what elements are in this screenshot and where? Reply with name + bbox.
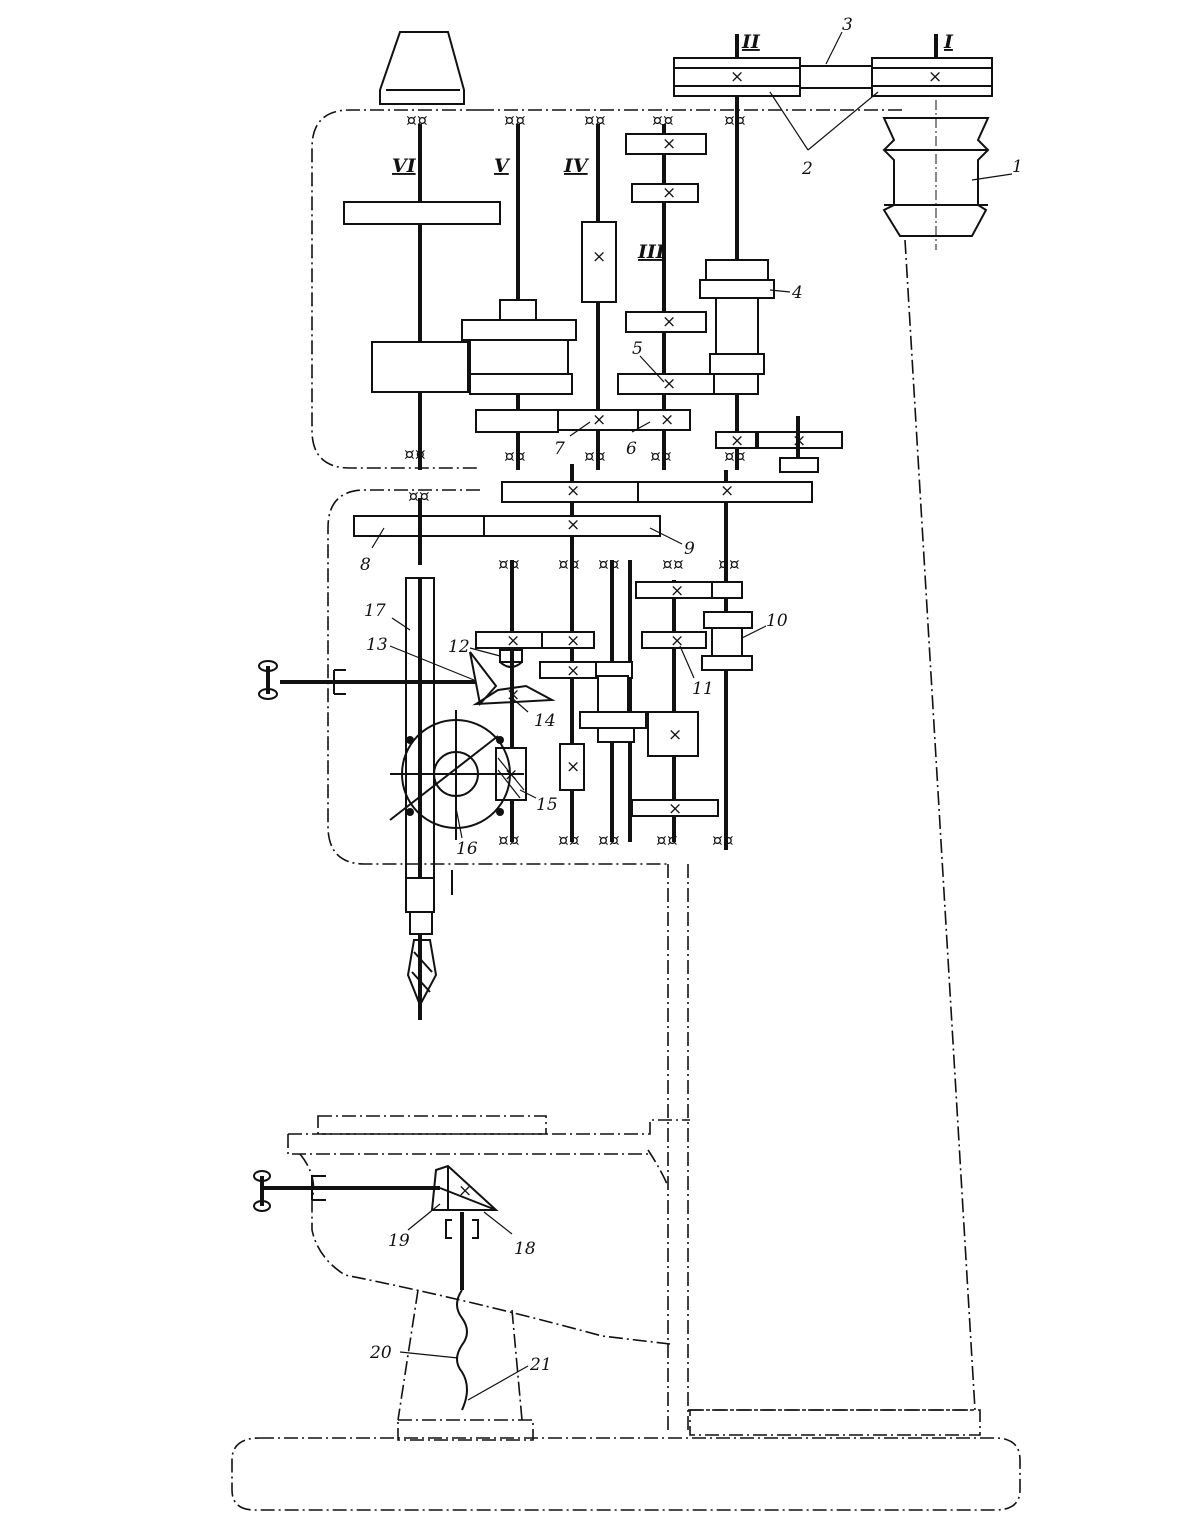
part-label-21: 21 bbox=[529, 1355, 552, 1375]
svg-text:×: × bbox=[592, 247, 606, 267]
part-label-15: 15 bbox=[536, 795, 558, 815]
bearings: ¤¤ ¤¤ ¤¤ ¤¤ ¤¤ ¤¤ ¤¤ ¤¤ ¤¤ ¤¤ ¤¤ ¤¤ ¤¤ ¤¤ ¤¤ ¤… bbox=[404, 111, 746, 851]
table-lift-mechanism: × bbox=[262, 1164, 499, 1411]
upper-gears: × × × × × × × × × bbox=[343, 133, 843, 473]
feed-mechanism: × × × × × × × × × × bbox=[280, 560, 753, 842]
svg-text:×: × bbox=[662, 134, 676, 154]
svg-text:¤¤: ¤¤ bbox=[712, 831, 734, 851]
part-label-11: 11 bbox=[692, 679, 714, 699]
machine-outline bbox=[231, 109, 1021, 1511]
motor-and-belt: × × bbox=[673, 34, 993, 250]
part-label-1: 1 bbox=[1012, 157, 1023, 177]
svg-text:×: × bbox=[566, 515, 580, 535]
part-label-6: 6 bbox=[626, 439, 637, 459]
shaft-label-I: I bbox=[943, 31, 954, 53]
svg-text:¤¤: ¤¤ bbox=[408, 487, 430, 507]
part-label-8: 8 bbox=[360, 555, 371, 575]
svg-text:×: × bbox=[506, 631, 520, 651]
svg-text:¤¤: ¤¤ bbox=[504, 111, 526, 131]
svg-text:×: × bbox=[730, 67, 744, 87]
part-label-3: 3 bbox=[842, 15, 853, 35]
svg-text:¤¤: ¤¤ bbox=[406, 111, 428, 131]
shaft-label-V: V bbox=[494, 155, 511, 177]
svg-text:¤¤: ¤¤ bbox=[662, 555, 684, 575]
shaft-label-VI: VI bbox=[392, 155, 417, 177]
svg-text:¤¤: ¤¤ bbox=[598, 555, 620, 575]
part-label-2: 2 bbox=[801, 159, 813, 179]
svg-text:×: × bbox=[670, 581, 684, 601]
svg-text:¤¤: ¤¤ bbox=[652, 111, 674, 131]
svg-text:×: × bbox=[662, 374, 676, 394]
part-label-5: 5 bbox=[632, 339, 643, 359]
svg-text:¤¤: ¤¤ bbox=[584, 111, 606, 131]
svg-text:×: × bbox=[730, 431, 744, 451]
leader-lines bbox=[371, 31, 1013, 1401]
svg-text:¤¤: ¤¤ bbox=[598, 831, 620, 851]
spindle-cap bbox=[379, 31, 465, 105]
svg-text:×: × bbox=[566, 757, 580, 777]
svg-text:¤¤: ¤¤ bbox=[404, 445, 426, 465]
svg-text:×: × bbox=[660, 410, 674, 430]
spindle bbox=[405, 498, 453, 1020]
svg-text:×: × bbox=[506, 685, 520, 705]
part-label-12: 12 bbox=[448, 637, 470, 657]
part-labels: 1 2 3 4 5 6 7 8 9 10 11 12 13 14 15 16 1… bbox=[360, 15, 1023, 1375]
shaft-labels: I II III IV V VI bbox=[392, 31, 954, 263]
transfer-gears: × × × bbox=[353, 464, 813, 850]
svg-text:×: × bbox=[566, 481, 580, 501]
part-label-17: 17 bbox=[364, 601, 386, 621]
svg-text:¤¤: ¤¤ bbox=[724, 447, 746, 467]
shaft-label-II: II bbox=[741, 31, 761, 53]
svg-text:×: × bbox=[566, 631, 580, 651]
svg-text:×: × bbox=[566, 661, 580, 681]
svg-text:¤¤: ¤¤ bbox=[718, 555, 740, 575]
svg-text:×: × bbox=[720, 481, 734, 501]
svg-text:×: × bbox=[668, 725, 682, 745]
svg-text:¤¤: ¤¤ bbox=[650, 447, 672, 467]
svg-text:×: × bbox=[792, 431, 806, 451]
part-label-14: 14 bbox=[534, 711, 556, 731]
part-label-20: 20 bbox=[369, 1343, 392, 1363]
svg-text:×: × bbox=[504, 765, 518, 785]
part-label-4: 4 bbox=[791, 283, 803, 303]
svg-text:×: × bbox=[458, 1181, 472, 1201]
svg-text:¤¤: ¤¤ bbox=[558, 555, 580, 575]
svg-text:¤¤: ¤¤ bbox=[724, 111, 746, 131]
part-label-13: 13 bbox=[366, 635, 388, 655]
svg-text:¤¤: ¤¤ bbox=[498, 555, 520, 575]
shaft-label-III: III bbox=[637, 241, 666, 263]
svg-text:×: × bbox=[662, 183, 676, 203]
svg-text:¤¤: ¤¤ bbox=[584, 447, 606, 467]
svg-text:×: × bbox=[928, 67, 942, 87]
part-label-10: 10 bbox=[766, 611, 788, 631]
feed-handle[interactable] bbox=[258, 660, 278, 700]
svg-text:×: × bbox=[592, 410, 606, 430]
part-label-19: 19 bbox=[388, 1231, 410, 1251]
svg-text:¤¤: ¤¤ bbox=[504, 447, 526, 467]
svg-text:×: × bbox=[668, 799, 682, 819]
part-label-9: 9 bbox=[684, 539, 695, 559]
part-label-7: 7 bbox=[554, 439, 565, 459]
svg-text:¤¤: ¤¤ bbox=[558, 831, 580, 851]
table-handle[interactable] bbox=[253, 1170, 271, 1212]
svg-text:×: × bbox=[662, 312, 676, 332]
svg-text:¤¤: ¤¤ bbox=[498, 831, 520, 851]
part-label-18: 18 bbox=[514, 1239, 536, 1259]
svg-text:×: × bbox=[670, 631, 684, 651]
part-label-16: 16 bbox=[456, 839, 478, 859]
shaft-label-IV: IV bbox=[563, 155, 590, 177]
